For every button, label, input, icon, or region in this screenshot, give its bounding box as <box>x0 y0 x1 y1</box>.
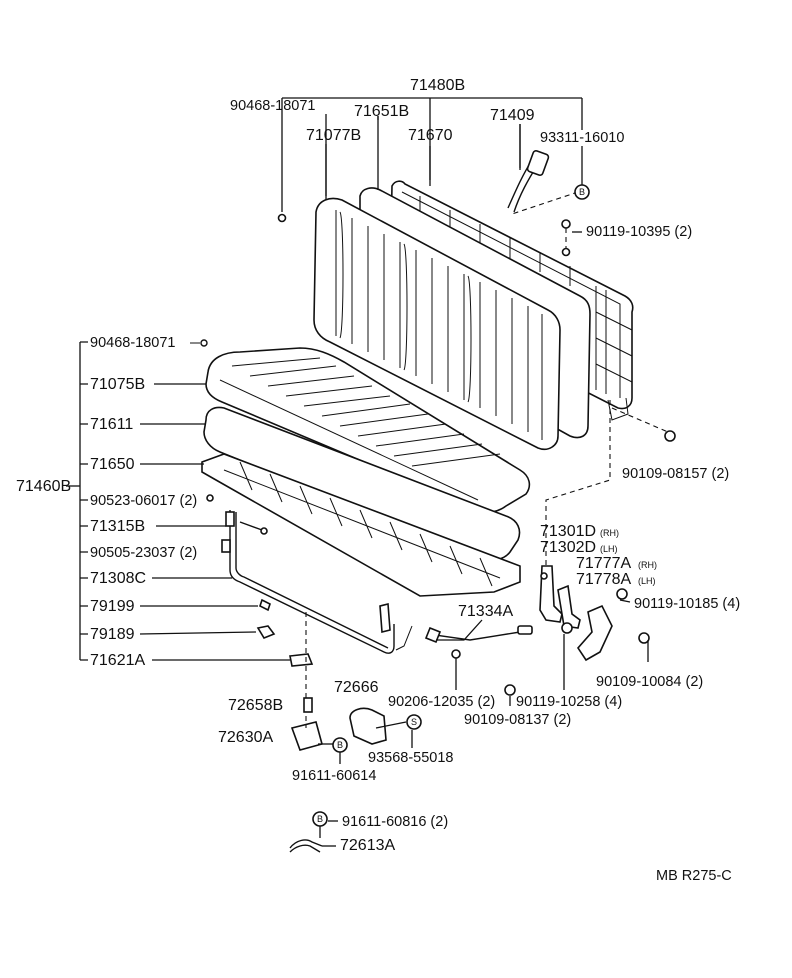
leader-lines <box>66 97 669 838</box>
label-91611-60614: 91611-60614 <box>292 768 376 784</box>
label-90119-10185: 90119-10185 (4) <box>634 596 740 612</box>
label-79199: 79199 <box>90 598 135 615</box>
label-90109-08137: 90109-08137 (2) <box>464 712 571 728</box>
label-90505: 90505-23037 (2) <box>90 545 197 561</box>
marks: B B S B <box>312 184 590 827</box>
label-90119-10258: 90119-10258 (4) <box>516 694 622 710</box>
label-71611: 71611 <box>90 416 133 433</box>
leg-assembly <box>229 510 413 654</box>
mark-b-3: B <box>317 814 323 824</box>
seat-frame <box>201 453 521 597</box>
label-72658B: 72658B <box>228 697 283 714</box>
mark-s: S <box>411 717 417 727</box>
label-71302D-side: (LH) <box>600 544 618 554</box>
label-71315B: 71315B <box>90 518 145 535</box>
label-90206: 90206-12035 (2) <box>388 694 495 710</box>
label-72613A: 72613A <box>340 837 395 854</box>
strap-71409 <box>507 149 550 213</box>
diagram-code: MB R275-C <box>656 868 732 884</box>
label-90119-10395: 90119-10395 (2) <box>586 224 692 240</box>
mark-b-1: B <box>579 187 585 197</box>
label-71621A: 71621A <box>90 652 145 669</box>
label-71409: 71409 <box>490 107 535 124</box>
label-71301D: 71301D <box>540 523 596 540</box>
labels: 71480B 90468-18071 71651B 71409 71077B 7… <box>16 77 740 884</box>
label-71460B: 71460B <box>16 478 71 495</box>
hinge-set <box>539 565 613 662</box>
label-93311: 93311-16010 <box>540 130 624 146</box>
label-90523: 90523-06017 (2) <box>90 493 197 509</box>
label-71650: 71650 <box>90 456 135 473</box>
label-71308C: 71308C <box>90 570 146 587</box>
small-parts <box>206 213 676 853</box>
label-91611-60816: 91611-60816 (2) <box>342 814 448 830</box>
label-71301D-side: (RH) <box>600 528 619 538</box>
label-71777A: 71777A <box>576 555 631 572</box>
label-71480B: 71480B <box>410 77 465 94</box>
label-71302D: 71302D <box>540 539 596 556</box>
label-93568: 93568-55018 <box>368 750 453 766</box>
label-72630A: 72630A <box>218 729 273 746</box>
label-71778A-side: (LH) <box>638 576 656 586</box>
label-71777A-side: (RH) <box>638 560 657 570</box>
label-71075B: 71075B <box>90 376 145 393</box>
label-71670: 71670 <box>408 127 453 144</box>
mark-b-2: B <box>337 740 343 750</box>
label-90468-left: 90468-18071 <box>90 335 175 351</box>
release-cable <box>424 625 533 644</box>
label-79189: 79189 <box>90 626 135 643</box>
label-72666: 72666 <box>334 679 379 696</box>
label-71778A: 71778A <box>576 571 631 588</box>
label-90468-top: 90468-18071 <box>230 98 315 114</box>
label-71651B: 71651B <box>354 103 409 120</box>
label-71077B: 71077B <box>306 127 361 144</box>
backrest-cover <box>313 197 561 451</box>
label-71334A: 71334A <box>458 603 513 620</box>
seat-cushion <box>203 347 531 561</box>
label-90109-08157: 90109-08157 (2) <box>622 466 729 482</box>
label-90109-10084: 90109-10084 (2) <box>596 674 703 690</box>
